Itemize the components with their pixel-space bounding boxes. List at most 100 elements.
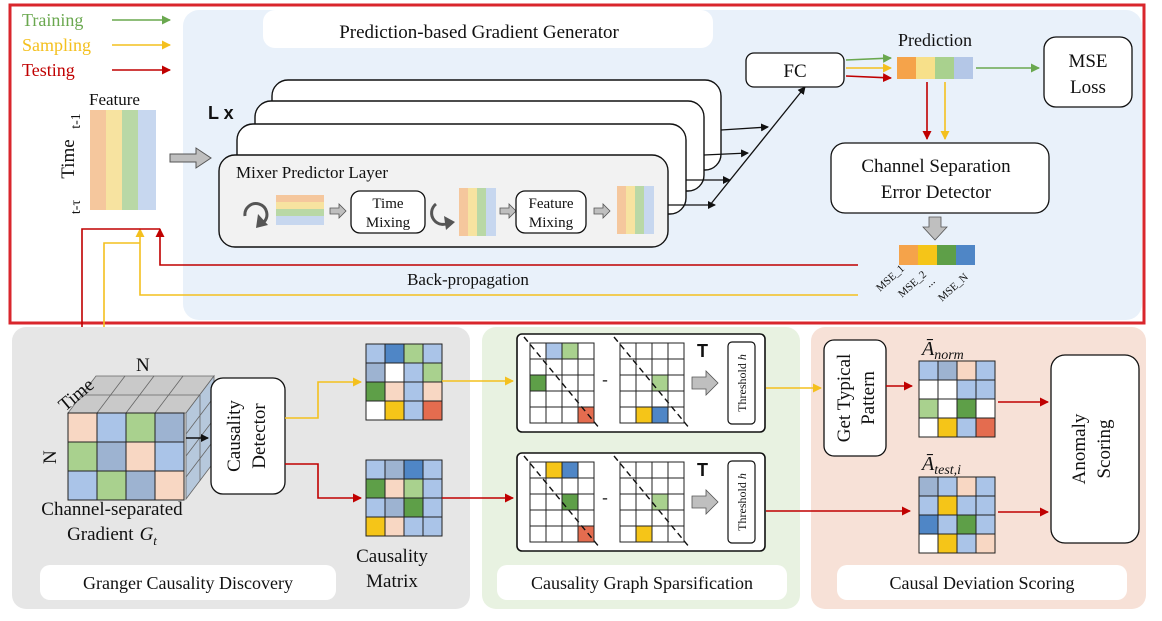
error-detector-line2: Error Detector <box>881 182 992 203</box>
a-norm-cell <box>937 360 958 381</box>
sparsify-b-cell <box>635 342 653 360</box>
sparsify-c-cell <box>577 525 595 543</box>
a-norm-cell <box>937 417 958 438</box>
sparsify-b-cell <box>619 342 637 360</box>
sparsify-a-cell <box>577 374 595 392</box>
sparsify-c-cell <box>545 509 563 527</box>
a-test-cell <box>975 514 996 535</box>
layer-output <box>617 186 654 234</box>
backprop-sampling-line <box>135 228 858 296</box>
sparsify-d-cell <box>651 525 669 543</box>
sparsify-d-cell <box>619 493 637 511</box>
causality-matrix-sampling-cell <box>384 362 405 383</box>
sparsify-d-cell <box>667 477 685 495</box>
sparsify-d-cell <box>619 525 637 543</box>
causality-matrix-testing-cell <box>403 459 424 480</box>
sparsify-d-cell <box>667 493 685 511</box>
t1-label: t-1 <box>69 113 84 129</box>
legend: Training Sampling Testing <box>22 10 171 80</box>
sparsify-b-cell <box>651 374 669 392</box>
fc-training-arrow <box>845 53 892 63</box>
arrow-to-time-mixing <box>329 203 347 219</box>
feature-mixing-line2: Mixing <box>529 215 574 231</box>
a-test-cell <box>937 514 958 535</box>
sparsify-b-cell <box>667 358 685 376</box>
causality-matrix-line2: Matrix <box>366 571 418 592</box>
a-norm-cell <box>956 398 977 419</box>
fc-testing-arrow <box>845 73 892 83</box>
causality-matrix-sampling-cell <box>384 400 405 421</box>
sparsify-b-cell <box>667 342 685 360</box>
sparsify-c-cell <box>545 525 563 543</box>
transpose-label-2: T <box>697 460 708 480</box>
sparsify-b-cell <box>651 358 669 376</box>
mse-loss-box <box>1043 36 1133 108</box>
a-test-cell <box>956 495 977 516</box>
error-detector-line1: Channel Separation <box>861 156 1011 177</box>
sparsify-c-cell <box>561 525 579 543</box>
causality-matrix-testing-cell <box>403 516 424 537</box>
feature-matrix <box>90 110 156 210</box>
causality-matrix-sampling-cell <box>384 381 405 402</box>
causality-detector-box <box>210 377 286 495</box>
a-test-matrix <box>918 476 996 554</box>
sparsify-a-cell <box>561 342 579 360</box>
causality-matrix-sampling-cell <box>422 343 443 364</box>
causality-detector-line1: Causality <box>224 400 245 472</box>
time-mixing-input <box>276 195 324 225</box>
a-norm-cell <box>937 398 958 419</box>
threshold-label-1: Thresholdh <box>735 354 749 412</box>
a-norm-cell <box>956 417 977 438</box>
sparsify-b-cell <box>667 374 685 392</box>
cube-front-cell <box>96 412 127 443</box>
sparsify-d-cell <box>667 509 685 527</box>
a-test-cell <box>918 514 939 535</box>
sparsify-b-cell <box>635 406 653 424</box>
sparsify-a-cell <box>561 374 579 392</box>
threshold-box-1 <box>727 341 756 425</box>
sparsify-b-cell <box>635 374 653 392</box>
causality-matrix-sampling-cell <box>365 381 386 402</box>
a-norm-cell <box>956 360 977 381</box>
anomaly-scoring-line2: Scoring <box>1094 419 1115 479</box>
sampling-to-gradient-line <box>99 242 140 355</box>
minus-sign-1: - <box>602 370 608 389</box>
causality-matrix-testing-cell <box>365 516 386 537</box>
sparsify-a-cell <box>545 406 563 424</box>
sparsify-d-cell <box>619 509 637 527</box>
sparsify-c-cell <box>529 461 547 479</box>
sparsify-a-cell <box>529 374 547 392</box>
a-norm-cell <box>975 379 996 400</box>
legend-testing: Testing <box>22 60 75 80</box>
sparsify-c-cell <box>561 493 579 511</box>
causality-matrix-testing-cell <box>422 478 443 499</box>
causality-matrix-testing-cell <box>365 497 386 518</box>
a-test-cell <box>956 533 977 554</box>
detector-testing-path <box>285 463 362 503</box>
a-test-cell <box>918 476 939 497</box>
threshold-box-2 <box>727 460 756 544</box>
gradient-cube-front <box>67 412 185 501</box>
sparsify-matrices <box>523 336 691 549</box>
sparsify-c-cell <box>545 461 563 479</box>
mse-loss-line1: MSE <box>1068 51 1107 72</box>
causality-matrix-testing-cell <box>422 497 443 518</box>
a-test-cell <box>975 533 996 554</box>
threshold-arrow-1 <box>691 370 719 396</box>
feature-label: Feature <box>89 90 140 109</box>
causality-matrix-testing <box>365 459 443 537</box>
a-test-cell <box>937 495 958 516</box>
top-panel-frame <box>8 3 1146 325</box>
sparsify-b-cell <box>667 406 685 424</box>
causality-matrix-testing-cell <box>384 459 405 480</box>
sparsify-d-cell <box>667 461 685 479</box>
sparsify-b-cell <box>619 406 637 424</box>
sparsify-d-cell <box>635 461 653 479</box>
arrow-to-feature-mixing <box>499 203 517 219</box>
sparsify-c-cell <box>529 493 547 511</box>
mse-vector <box>899 245 975 265</box>
a-norm-cell <box>918 417 939 438</box>
a-norm-cell <box>918 398 939 419</box>
fc-label: FC <box>783 61 806 82</box>
